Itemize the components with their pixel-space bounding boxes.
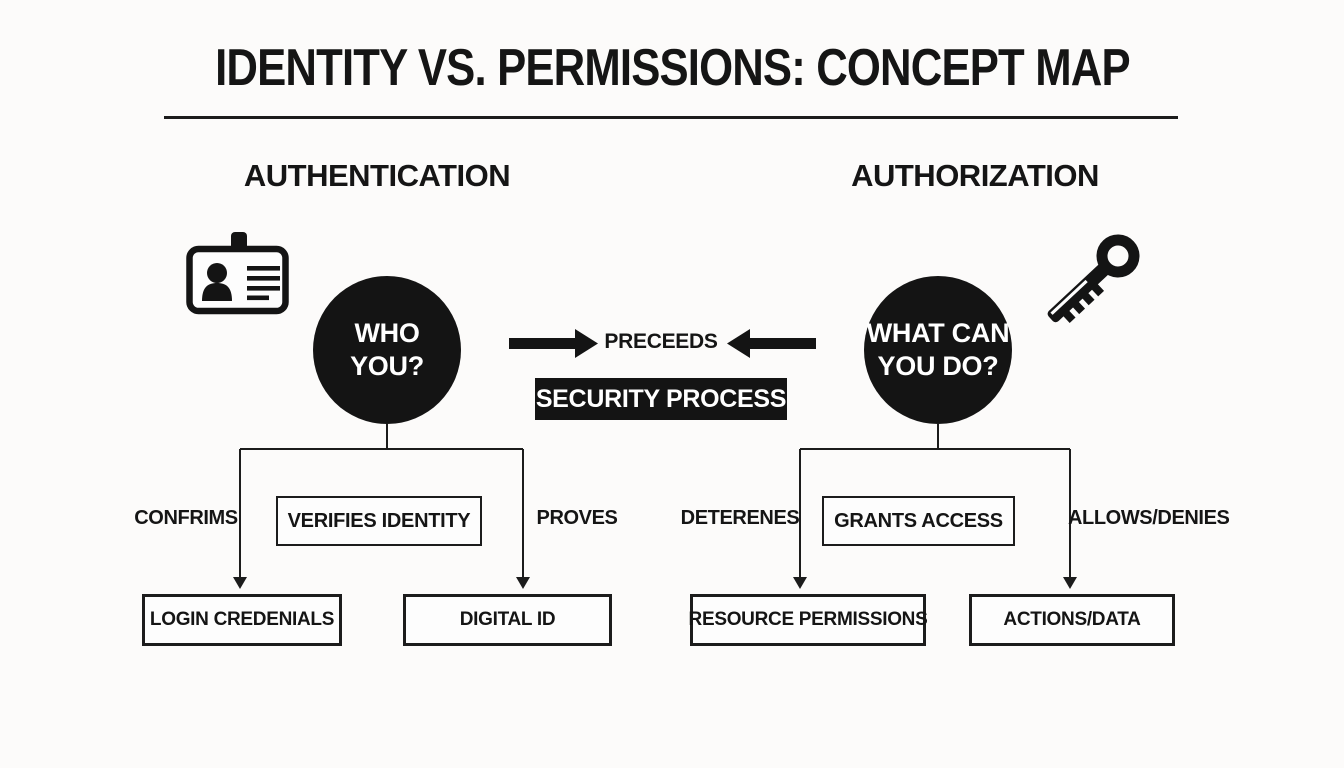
edge-label-deterenes: DETERENES (680, 507, 800, 529)
authorization-node-line2: YOU DO? (877, 351, 999, 381)
edge-label-confrims: CONFRIMS (134, 507, 238, 529)
edge-label-allows-denies: ALLOWS/DENIES (1068, 507, 1230, 529)
arrow-left-icon (725, 327, 817, 360)
arrow-right-icon (508, 327, 600, 360)
resource-permissions-box: RESOURCE PERMISSIONS (689, 594, 928, 646)
authentication-node-line2: YOU? (350, 351, 424, 381)
authorization-header: AUTHORIZATION (851, 158, 1099, 193)
authorization-node-line1: WHAT CAN (866, 318, 1010, 349)
page-title: IDENTITY VS. PERMISSIONS: CONCEPT MAP (0, 38, 1344, 98)
key-icon (1044, 228, 1144, 328)
title-divider (164, 116, 1178, 119)
edge-label-proves: PROVES (536, 507, 618, 529)
verifies-identity-box: VERIFIES IDENTITY (276, 496, 482, 546)
authentication-header: AUTHENTICATION (243, 158, 511, 193)
actions-data-box: ACTIONS/DATA (969, 594, 1175, 646)
security-process-box: SECURITY PROCESS (535, 378, 787, 420)
page-title-text: IDENTITY VS. PERMISSIONS: CONCEPT MAP (214, 39, 1130, 97)
authentication-node-line1: WHO (354, 318, 420, 349)
authentication-node: WHO YOU? (313, 276, 461, 424)
login-credentials-box: LOGIN CREDENIALS (142, 594, 342, 646)
id-card-icon (186, 232, 290, 316)
grants-access-box: GRANTS ACCESS (822, 496, 1015, 546)
authorization-node: WHAT CAN YOU DO? (864, 276, 1012, 424)
relation-label: PRECEEDS (604, 330, 718, 353)
digital-id-box: DIGITAL ID (403, 594, 612, 646)
